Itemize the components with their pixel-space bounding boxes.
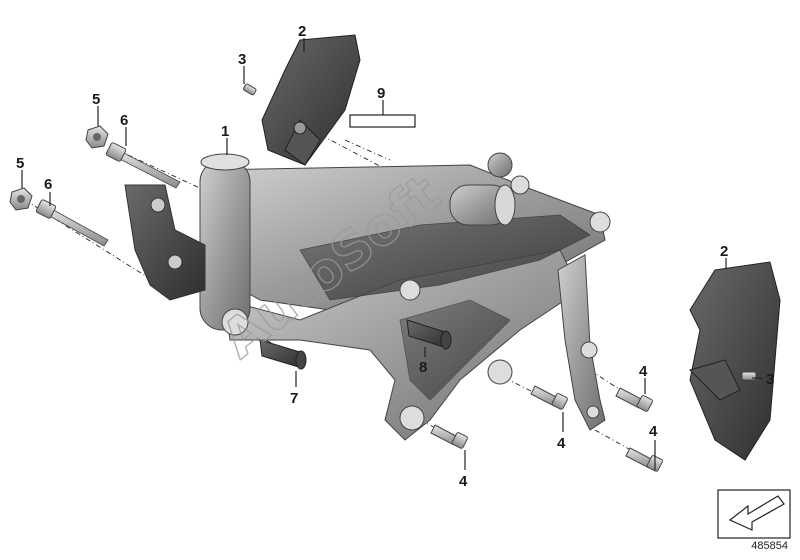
callout-5-a: 5 xyxy=(92,91,100,108)
short-bolts xyxy=(430,385,663,472)
arrow-icon xyxy=(728,495,785,531)
part-9-label-box xyxy=(349,114,416,128)
nuts xyxy=(9,125,109,211)
callout-6-b: 6 xyxy=(44,176,52,193)
callout-2-right: 2 xyxy=(720,243,728,260)
callout-8: 8 xyxy=(419,359,427,376)
callout-9: 9 xyxy=(377,85,385,102)
long-bolts xyxy=(35,142,181,247)
callout-5-b: 5 xyxy=(16,155,24,172)
callout-3-top: 3 xyxy=(238,51,246,68)
cover-right xyxy=(689,261,781,461)
callout-4-d: 4 xyxy=(649,423,658,440)
main-frame xyxy=(124,152,611,441)
callout-6-a: 6 xyxy=(120,112,128,129)
callout-3-right: 3 xyxy=(766,371,774,388)
callout-4-c: 4 xyxy=(639,363,648,380)
rubber-mounts xyxy=(259,319,452,370)
callout-7: 7 xyxy=(290,390,298,407)
callout-4-b: 4 xyxy=(557,435,566,452)
diagram-number: 485854 xyxy=(751,540,788,552)
orientation-arrow-box xyxy=(717,489,791,539)
callouts: 1 2 3 9 5 6 5 6 7 8 4 4 4 4 2 3 xyxy=(16,23,774,490)
cover-top xyxy=(261,34,361,166)
callout-1: 1 xyxy=(221,123,229,140)
callout-4-a: 4 xyxy=(459,473,468,490)
leader-lines xyxy=(21,38,762,470)
callout-2-top: 2 xyxy=(298,23,306,40)
